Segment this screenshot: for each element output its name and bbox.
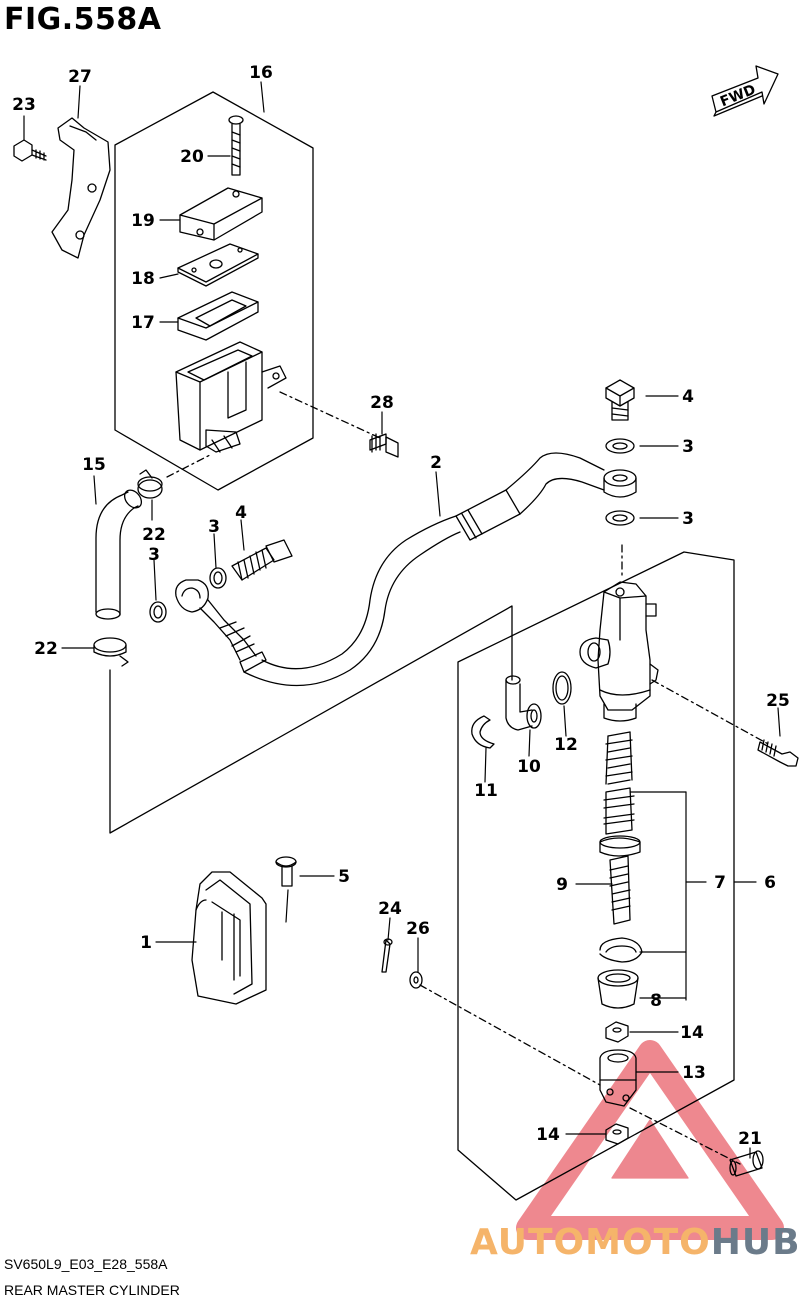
callout-7: 7 bbox=[714, 873, 726, 893]
part-15-hose bbox=[95, 489, 143, 620]
watermark-text: AUTOMOTOHUB bbox=[470, 1222, 800, 1263]
callout-4-left: 4 bbox=[235, 503, 247, 523]
part-22-clamp-upper bbox=[137, 469, 163, 499]
part-19-cap bbox=[179, 187, 263, 241]
group-box-16 bbox=[114, 91, 314, 491]
part-10-elbow bbox=[505, 675, 542, 731]
part-21-pin bbox=[729, 1150, 764, 1177]
callout-27: 27 bbox=[68, 67, 92, 87]
callout-2: 2 bbox=[430, 453, 442, 473]
part-28-bolt bbox=[369, 433, 399, 458]
callout-11: 11 bbox=[474, 781, 498, 801]
part-3-washer-mid bbox=[209, 567, 227, 589]
callout-14-lower: 14 bbox=[536, 1125, 560, 1145]
callout-10: 10 bbox=[517, 757, 541, 777]
part-3-washer-right-lower bbox=[605, 510, 635, 526]
leader-lines bbox=[23, 81, 781, 1159]
part-6-master-cylinder bbox=[579, 581, 659, 722]
part-3-washer-left bbox=[149, 601, 167, 623]
watermark-triangle bbox=[516, 1040, 784, 1240]
callout-19: 19 bbox=[131, 211, 155, 231]
part-2-brake-hose bbox=[175, 452, 605, 687]
part-13-clevis bbox=[599, 1049, 637, 1107]
dashed-leaders bbox=[166, 391, 771, 1165]
callout-13: 13 bbox=[682, 1063, 706, 1083]
callout-17: 17 bbox=[131, 313, 155, 333]
part-3-washer-top bbox=[605, 438, 635, 454]
group-box-6 bbox=[457, 551, 735, 1201]
part-7-spring bbox=[605, 731, 633, 785]
callout-16: 16 bbox=[249, 63, 273, 83]
callout-26: 26 bbox=[406, 919, 430, 939]
part-23-bolt bbox=[13, 139, 47, 162]
part-16-reservoir bbox=[175, 341, 287, 453]
banjo-fitting bbox=[603, 469, 637, 498]
part-5-screw bbox=[275, 856, 297, 887]
callout-21: 21 bbox=[738, 1129, 762, 1149]
callout-28: 28 bbox=[370, 393, 394, 413]
callout-9: 9 bbox=[556, 875, 568, 895]
callout-23: 23 bbox=[12, 95, 36, 115]
callout-4-top: 4 bbox=[682, 387, 694, 407]
callout-14-upper: 14 bbox=[680, 1023, 704, 1043]
callout-18: 18 bbox=[131, 269, 155, 289]
callout-12: 12 bbox=[554, 735, 578, 755]
part-7-circlip bbox=[599, 937, 643, 963]
figure-title: FIG.558A bbox=[4, 2, 162, 37]
callout-3-top: 3 bbox=[682, 437, 694, 457]
part-4-union-bolt-left bbox=[231, 539, 293, 581]
fwd-arrow bbox=[711, 65, 779, 117]
part-9-push-rod bbox=[609, 855, 631, 925]
part-26-washer bbox=[409, 971, 423, 989]
part-17-diaphragm bbox=[177, 291, 259, 341]
part-8-boot bbox=[597, 969, 639, 1009]
callout-3-mid: 3 bbox=[208, 517, 220, 537]
watermark-part-a: AUTOMOTO bbox=[470, 1222, 711, 1263]
callout-1: 1 bbox=[140, 933, 152, 953]
figure-code: SV650L9_E03_E28_558A bbox=[4, 1256, 168, 1272]
callout-6: 6 bbox=[764, 873, 776, 893]
part-14-nut-upper bbox=[605, 1021, 629, 1043]
part-25-bolt bbox=[757, 739, 799, 767]
callout-22-upper: 22 bbox=[142, 525, 166, 545]
part-22-clamp-lower bbox=[93, 637, 129, 667]
figure-caption: REAR MASTER CYLINDER bbox=[4, 1282, 180, 1298]
callout-24: 24 bbox=[378, 899, 402, 919]
callout-5: 5 bbox=[338, 867, 350, 887]
part-1-cover bbox=[191, 871, 267, 1005]
callout-3-right: 3 bbox=[682, 509, 694, 529]
part-12-oring bbox=[552, 671, 572, 705]
callout-3-left: 3 bbox=[148, 545, 160, 565]
callout-15: 15 bbox=[82, 455, 106, 475]
part-7-piston bbox=[599, 787, 641, 857]
part-18-plate bbox=[177, 243, 259, 287]
hose-box-line bbox=[109, 605, 513, 834]
watermark-part-b: HUB bbox=[710, 1222, 800, 1263]
part-14-nut-lower bbox=[605, 1123, 629, 1145]
part-4-union-bolt-top bbox=[605, 379, 635, 421]
part-20-screw bbox=[228, 115, 244, 176]
callout-8: 8 bbox=[650, 991, 662, 1011]
part-11-circlip bbox=[471, 715, 495, 749]
part-27-bracket bbox=[51, 117, 111, 259]
part-24-cotter-pin bbox=[381, 938, 393, 973]
callout-25: 25 bbox=[766, 691, 790, 711]
callout-22-lower: 22 bbox=[34, 639, 58, 659]
callout-20: 20 bbox=[180, 147, 204, 167]
